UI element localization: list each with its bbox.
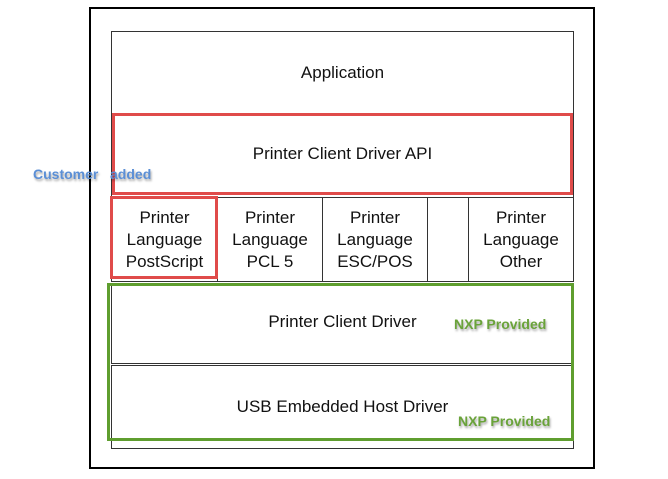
- language-line1: Printer: [495, 207, 547, 227]
- language-other: Printer Language Other: [468, 197, 574, 282]
- language-line2: Language: [232, 229, 308, 249]
- language-pcl5: Printer Language PCL 5: [217, 197, 323, 282]
- nxp-provided-highlight: [107, 283, 574, 441]
- language-line3: Other: [499, 251, 543, 271]
- language-escpos: Printer Language ESC/POS: [322, 197, 428, 282]
- language-line2: Language: [337, 229, 413, 249]
- api-label: Printer Client Driver API: [252, 144, 433, 163]
- language-line2: Language: [126, 229, 203, 249]
- customer-added-label: Customer added: [33, 166, 152, 182]
- api-layer: [111, 112, 574, 198]
- language-line3: ESC/POS: [337, 251, 413, 271]
- nxp-provided-label-host: NXP Provided: [458, 413, 551, 429]
- language-line2: Language: [483, 229, 559, 249]
- language-line3: PCL 5: [246, 251, 294, 271]
- language-line1: Printer: [244, 207, 296, 227]
- host-driver-label: USB Embedded Host Driver: [236, 397, 449, 416]
- api-customer-highlight: Printer Client Driver API: [112, 113, 573, 195]
- nxp-provided-label-client: NXP Provided: [454, 316, 547, 332]
- host-driver-layer: USB Embedded Host Driver: [111, 365, 574, 449]
- language-line1: Printer: [139, 207, 190, 227]
- client-driver-label: Printer Client Driver: [268, 311, 417, 331]
- application-label: Application: [300, 62, 385, 82]
- postscript-customer-highlight: [110, 196, 218, 279]
- language-gap: [427, 197, 469, 282]
- application-layer: Application: [111, 31, 574, 114]
- language-line3: PostScript: [125, 251, 204, 271]
- client-driver-layer: Printer Client Driver: [111, 285, 574, 364]
- language-line1: Printer: [349, 207, 401, 227]
